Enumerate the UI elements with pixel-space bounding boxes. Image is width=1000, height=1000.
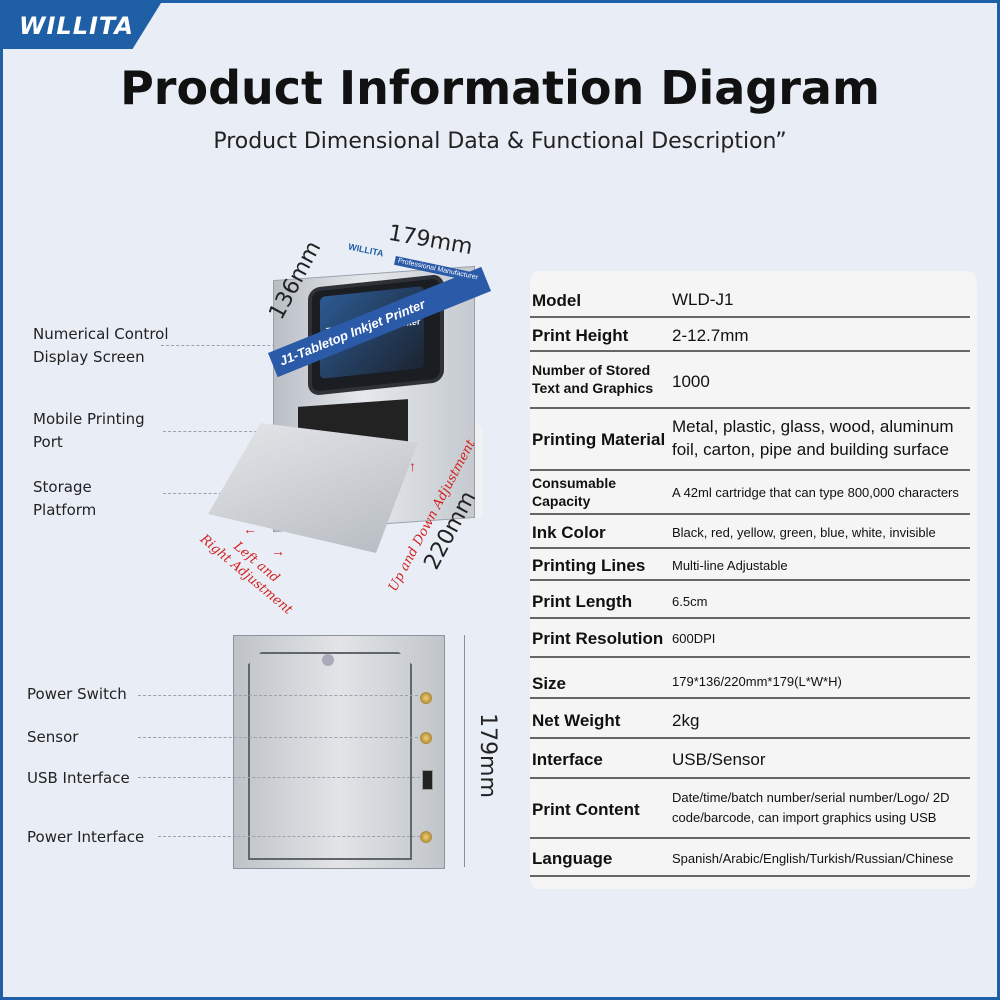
storage-platform <box>208 423 418 553</box>
spec-divider <box>530 875 970 877</box>
spec-divider <box>530 777 970 779</box>
spec-key: Printing Lines <box>532 556 646 575</box>
spec-row-model: Model WLD-J1 <box>530 271 970 318</box>
spec-key: Print Content <box>532 800 640 819</box>
spec-key: Size <box>532 674 567 693</box>
spec-row-print-height: Print Height 2-12.7mm <box>530 318 970 352</box>
spec-key: Print Resolution <box>532 629 664 648</box>
spec-divider <box>530 469 970 471</box>
spec-key: Language <box>532 849 613 868</box>
spec-row-net-weight: Net Weight 2kg <box>530 699 970 739</box>
spec-divider <box>530 617 970 619</box>
spec-row-size: Size 179*136/220mm*179(L*W*H) <box>530 658 970 699</box>
page-title: Product Information Diagram <box>120 61 880 115</box>
page-subtitle: Product Dimensional Data & Functional De… <box>213 129 787 154</box>
spec-value: 2-12.7mm <box>672 326 749 345</box>
spec-row-ink-color: Ink Color Black, red, yellow, green, blu… <box>530 515 970 549</box>
sensor-port <box>420 732 432 744</box>
spec-key: Printing Material <box>532 430 666 449</box>
spec-row-language: Language Spanish/Arabic/English/Turkish/… <box>530 839 970 877</box>
spec-divider <box>530 350 970 352</box>
printer-back-panel <box>233 635 445 869</box>
printer-illustration: Tabletop Inkjet Printer J1-Tabletop Inkj… <box>198 241 498 603</box>
spec-value: Metal, plastic, glass, wood, aluminum fo… <box>672 417 954 459</box>
callout-line: Display Screen <box>33 348 145 366</box>
dimension-height: 179mm <box>474 713 500 798</box>
spec-key: Number of Stored Text and Graphics <box>532 362 654 396</box>
callout-sensor: Sensor <box>27 728 79 746</box>
spec-divider <box>530 837 970 839</box>
callout-storage-platform: Storage Platform <box>33 476 96 522</box>
callout-power-switch: Power Switch <box>27 685 127 703</box>
spec-row-printing-lines: Printing Lines Multi-line Adjustable <box>530 549 970 581</box>
leader-line <box>138 777 420 778</box>
leader-line <box>138 737 418 738</box>
power-interface-port <box>420 831 432 843</box>
arrow-left-icon: ← <box>243 521 257 537</box>
spec-divider <box>530 697 970 699</box>
callout-power-interface: Power Interface <box>27 828 145 846</box>
spec-value: A 42ml cartridge that can type 800,000 c… <box>672 485 959 500</box>
back-door-knob <box>322 654 334 666</box>
arrow-up-icon: ↑ <box>409 458 416 474</box>
spec-key: Consumable Capacity <box>532 475 617 509</box>
leader-line <box>163 431 313 432</box>
spec-value: 600DPI <box>672 631 716 646</box>
spec-value: WLD-J1 <box>672 290 734 309</box>
spec-row-print-resolution: Print Resolution 600DPI <box>530 619 970 658</box>
callout-line: Platform <box>33 501 97 519</box>
leader-line <box>158 836 420 837</box>
spec-value: 1000 <box>672 372 710 391</box>
spec-key: Interface <box>532 750 603 769</box>
spec-row-consumable-capacity: Consumable Capacity A 42ml cartridge tha… <box>530 471 970 515</box>
callout-line: Storage <box>33 478 92 496</box>
spec-divider <box>530 316 970 318</box>
spec-divider <box>530 579 970 581</box>
spec-key: Model <box>532 291 582 310</box>
spec-table: Model WLD-J1 Print Height 2-12.7mm Numbe… <box>530 271 977 889</box>
spec-value: Black, red, yellow, green, blue, white, … <box>672 525 936 540</box>
power-switch-port <box>420 692 432 704</box>
callout-line: Numerical Control <box>33 325 169 343</box>
callout-line: Mobile Printing <box>33 410 145 428</box>
spec-value: Multi-line Adjustable <box>672 558 788 573</box>
spec-value: Spanish/Arabic/English/Turkish/Russian/C… <box>672 851 954 866</box>
spec-row-print-length: Print Length 6.5cm <box>530 581 970 619</box>
spec-key: Print Length <box>532 592 633 611</box>
spec-row-print-content: Print Content Date/time/batch number/ser… <box>530 779 970 839</box>
callout-line: Port <box>33 433 63 451</box>
arrow-right-icon: → <box>271 543 285 559</box>
spec-divider <box>530 513 970 515</box>
spec-value: 179*136/220mm*179(L*W*H) <box>672 674 842 689</box>
spec-key: Net Weight <box>532 711 621 730</box>
usb-port <box>422 770 433 790</box>
spec-row-interface: Interface USB/Sensor <box>530 739 970 779</box>
spec-value: 2kg <box>672 711 700 730</box>
spec-row-printing-material: Printing Material Metal, plastic, glass,… <box>530 409 970 471</box>
spec-key: Ink Color <box>532 523 606 542</box>
spec-divider <box>530 547 970 549</box>
callout-printing-port: Mobile Printing Port <box>33 408 145 454</box>
printer-logo: WILLITA <box>347 241 385 259</box>
leader-line <box>161 345 331 346</box>
spec-divider <box>530 656 970 658</box>
leader-line <box>138 695 418 696</box>
brand-badge: WILLITA <box>3 3 161 49</box>
brand-logo-text: WILLITA <box>19 12 134 40</box>
height-dimension-line <box>464 635 465 867</box>
back-door <box>248 652 412 860</box>
spec-value: Date/time/batch number/serial number/Log… <box>672 790 950 825</box>
spec-divider <box>530 407 970 409</box>
spec-value: 6.5cm <box>672 594 708 609</box>
spec-row-stored-text: Number of Stored Text and Graphics 1000 <box>530 352 970 409</box>
leader-line <box>163 493 247 494</box>
spec-divider <box>530 737 970 739</box>
spec-value: USB/Sensor <box>672 750 766 769</box>
callout-usb-interface: USB Interface <box>27 769 130 787</box>
callout-display-screen: Numerical Control Display Screen <box>33 323 169 369</box>
spec-key: Print Height <box>532 326 629 345</box>
